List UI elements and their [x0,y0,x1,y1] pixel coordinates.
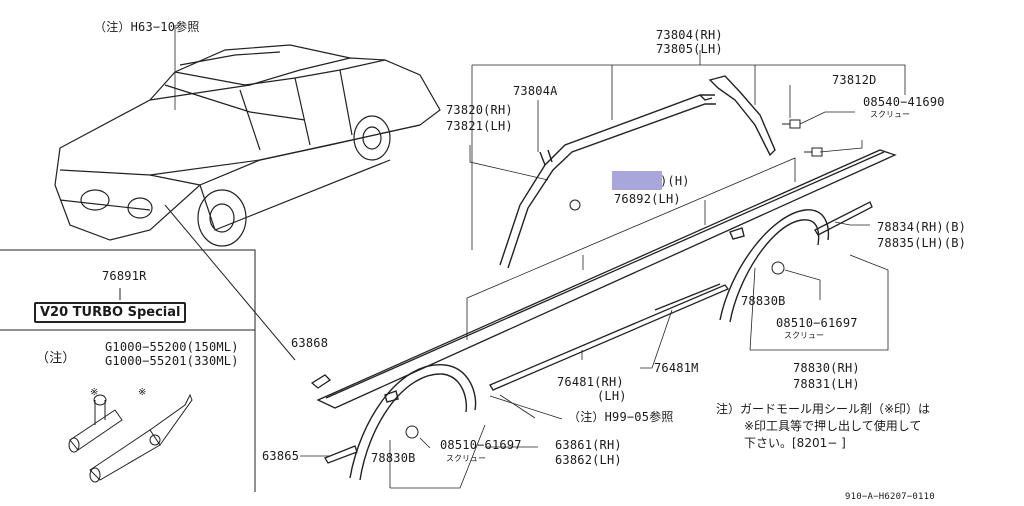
mark-symbol: ※ [90,387,99,398]
part-label: 78830B [371,451,416,465]
mark-symbol: ※ [138,387,147,398]
part-label: (LH) [597,389,627,403]
highlight-marker [612,171,662,190]
part-label: 08510−61697 [440,438,522,452]
footnote-line: 下さい。[8201− ] [744,436,846,450]
diagram-code: 910−A−H6207−0110 [845,492,935,502]
car-illustration [54,44,441,247]
part-label: 63861(RH) [555,438,622,452]
part-label: 63868 [291,336,329,350]
part-label: 73804A [513,84,558,98]
part-sublabel: スクリュー [870,110,910,119]
sealant-note: （注） [36,351,76,366]
part-label: 73805(LH) [656,42,723,56]
sealant-illustration [68,393,193,483]
part-label: 78830B [741,294,786,308]
part-label: 76481M [654,361,699,375]
reference-note: （注）H63−10参照 [94,20,200,34]
reference-note: （注）H99−05参照 [568,410,674,424]
emblem-badge: V20 TURBO Special [34,302,187,323]
part-label: G1000−55200(150ML) [105,340,239,354]
part-label: 73804(RH) [656,28,723,42]
footnote-line: ※印工具等で押し出して使用して [744,419,922,433]
part-label: 78834(RH)(B) [877,220,967,234]
part-sublabel: スクリュー [446,454,486,463]
part-sublabel: スクリュー [784,331,824,340]
part-label: 76481(RH) [557,375,624,389]
part-label: 78831(LH) [793,377,860,391]
wheel-arch-moulding [349,209,830,481]
part-label: 78835(LH)(B) [877,236,967,250]
roof-moulding [499,75,776,269]
part-label: 76891R [102,269,147,283]
footnote-line: 注）ガードモール用シール剤（※印）は [716,402,931,416]
leader-lines [300,50,906,489]
part-label: 63865 [262,449,300,463]
part-label: 73820(RH) [446,103,513,117]
part-label: 63862(LH) [555,453,622,467]
part-label: 08510−61697 [776,316,858,330]
part-label: 73821(LH) [446,119,513,133]
part-label: 78830(RH) [793,361,860,375]
part-label: 73812D [832,73,877,87]
part-label: )(H) [660,174,690,188]
screws [405,119,823,439]
part-label: 08540−41690 [863,95,945,109]
part-label: 76892(LH) [614,192,681,206]
body-side-moulding [310,149,897,464]
part-label: G1000−55201(330ML) [105,354,239,368]
